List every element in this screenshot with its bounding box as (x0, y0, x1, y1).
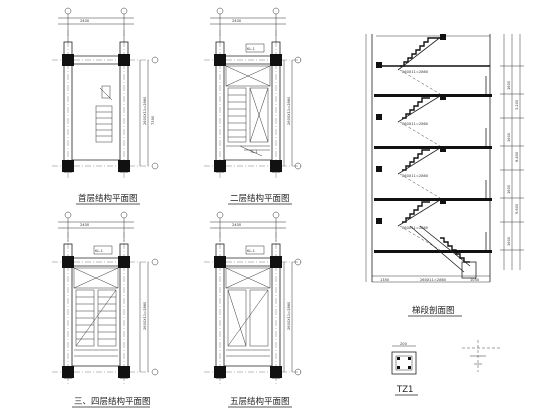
svg-text:1600: 1600 (507, 80, 511, 90)
plan-third-fourth-floor: KL-1 2600X11=2860 2400 (52, 211, 159, 384)
svg-text:2400: 2400 (80, 223, 90, 227)
svg-text:260X11=2860: 260X11=2860 (402, 174, 429, 178)
stair-section: 260X11=2860 260X11=2860 260X11=2860 260X… (365, 34, 524, 283)
svg-text:1050: 1050 (470, 278, 480, 282)
elevation-marks (462, 340, 500, 372)
svg-text:6.400: 6.400 (515, 151, 519, 162)
svg-text:260X11=2860: 260X11=2860 (402, 226, 429, 230)
column-detail-tz1: 200 (391, 342, 417, 375)
svg-text:2400: 2400 (232, 19, 242, 23)
caption-second-floor: 二层结构平面图 (230, 193, 290, 204)
svg-text:KL-1: KL-1 (95, 249, 103, 253)
svg-text:2600X11=2860: 2600X11=2860 (143, 96, 147, 125)
svg-text:1350: 1350 (380, 278, 390, 282)
svg-text:2600X11=2860: 2600X11=2860 (287, 301, 291, 330)
svg-text:3.200: 3.200 (515, 99, 519, 110)
caption-column-detail: TZ1 (396, 385, 413, 395)
svg-text:200: 200 (400, 342, 408, 346)
svg-text:KL-1: KL-1 (247, 249, 255, 253)
caption-third-fourth-floor: 三、四层结构平面图 (74, 396, 151, 407)
svg-text:1600: 1600 (507, 236, 511, 246)
caption-section: 梯段剖面图 (412, 305, 455, 316)
svg-text:TL-1: TL-1 (249, 150, 258, 154)
svg-text:2400: 2400 (232, 223, 242, 227)
svg-text:KL-1: KL-1 (247, 47, 255, 51)
svg-text:2600X11=2860: 2600X11=2860 (143, 301, 147, 330)
svg-text:260X11=2860: 260X11=2860 (420, 278, 447, 282)
svg-text:7390: 7390 (151, 115, 155, 125)
svg-text:9.600: 9.600 (515, 203, 519, 214)
caption-ground-floor: 首层结构平面图 (78, 193, 138, 204)
caption-fifth-floor: 五层结构平面图 (230, 396, 290, 407)
svg-text:1600: 1600 (507, 184, 511, 194)
plan-second-floor: KL-1 TL-1 2600X11=2860 2400 (204, 7, 302, 178)
svg-text:260X11=2860: 260X11=2860 (402, 70, 429, 74)
svg-text:2400: 2400 (80, 19, 90, 23)
svg-text:2600X11=2860: 2600X11=2860 (287, 96, 291, 125)
svg-text:260X11=2860: 260X11=2860 (402, 122, 429, 126)
plan-fifth-floor: KL-1 2600X11=2860 2400 (204, 211, 302, 384)
plan-ground-floor: 2600X11=2860 7390 2400 (52, 7, 159, 178)
svg-text:1600: 1600 (507, 132, 511, 142)
